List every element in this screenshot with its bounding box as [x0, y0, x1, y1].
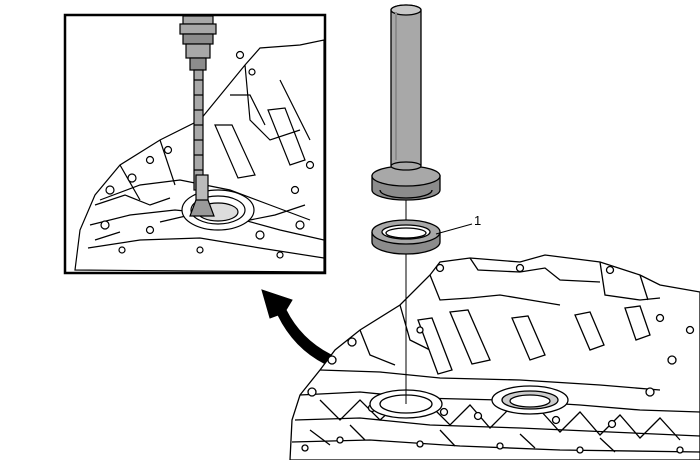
installer-tool: [371, 4, 441, 201]
housing-casting: [289, 254, 700, 460]
callout-leader-line: [435, 223, 473, 235]
oil-seal: [371, 219, 441, 255]
callout-number-1: 1: [474, 213, 482, 228]
inset-installer-tool: [179, 16, 217, 217]
detail-inset: [63, 13, 327, 275]
